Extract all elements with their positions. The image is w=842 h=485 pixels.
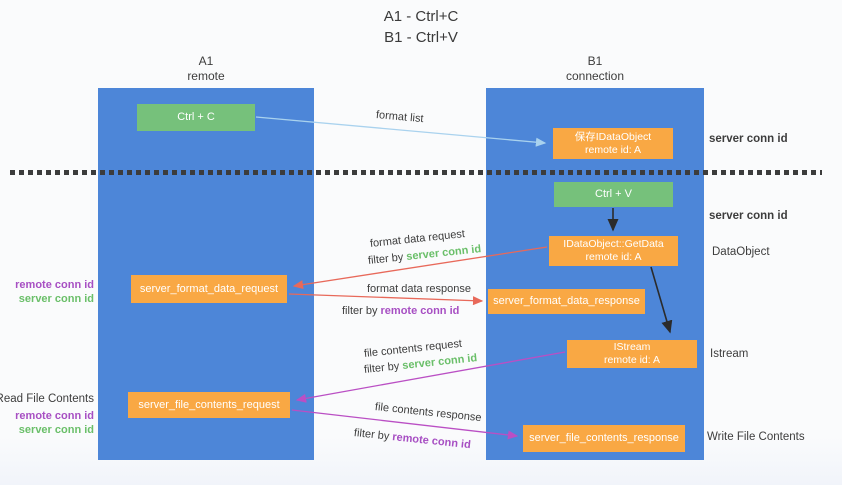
remote-conn-id-text: remote conn id — [380, 305, 460, 317]
save-dataobject-line2: remote id: A — [584, 143, 642, 156]
arrow-format-data-response — [288, 293, 484, 306]
remote-conn-id-annotation: remote conn id — [15, 279, 94, 291]
server-format-data-request-label: server_format_data_request — [139, 282, 279, 295]
server-conn-id-text: server conn id — [405, 243, 482, 263]
copy-paste-divider-dotted-line — [10, 170, 822, 175]
server-format-data-request-box: server_format_data_request — [131, 275, 287, 303]
lane-a-header: A1 remote — [126, 54, 286, 84]
remote-conn-id-annotation: remote conn id — [15, 410, 94, 422]
dataobject-annotation: DataObject — [712, 246, 770, 258]
lane-b-role: connection — [565, 69, 625, 83]
write-file-contents-annotation: Write File Contents — [707, 431, 805, 443]
filter-by-text: filter by — [353, 427, 393, 443]
file-contents-response-filter-label: filter by remote conn id — [353, 427, 471, 451]
filter-by-text: filter by — [363, 360, 403, 376]
filter-by-text: filter by — [342, 305, 381, 317]
save-dataobject-box: 保存IDataObject remote id: A — [553, 128, 673, 159]
server-format-data-response-label: server_format_data_response — [493, 295, 640, 307]
server-conn-id-annotation: server conn id — [18, 424, 94, 436]
server-conn-id-annotation-mid: server conn id — [709, 210, 788, 222]
left-conn-id-group-1: remote conn id server conn id — [15, 278, 94, 306]
lane-b-name: B1 — [587, 54, 603, 68]
diagram-title: A1 - Ctrl+C B1 - Ctrl+V — [0, 6, 842, 48]
ctrl-v-label: Ctrl + V — [595, 188, 632, 200]
lane-a-role: remote — [187, 69, 225, 83]
title-line-2: B1 - Ctrl+V — [384, 29, 458, 46]
filter-by-text: filter by — [367, 251, 407, 267]
title-line-1: A1 - Ctrl+C — [383, 8, 459, 25]
ctrl-c-label: Ctrl + C — [177, 111, 215, 123]
ctrl-c-box: Ctrl + C — [137, 104, 255, 131]
server-file-contents-request-label: server_file_contents_request — [138, 398, 280, 411]
getdata-box: IDataObject::GetData remote id: A — [549, 236, 678, 266]
server-conn-id-annotation: server conn id — [18, 293, 94, 305]
istream-line2: remote id: A — [603, 354, 661, 366]
server-file-contents-response-box: server_file_contents_response — [523, 425, 685, 452]
format-data-response-label: format data response — [367, 283, 471, 295]
save-dataobject-line1: 保存IDataObject — [574, 130, 652, 143]
lane-b-header: B1 connection — [515, 54, 675, 84]
remote-conn-id-text: remote conn id — [391, 431, 472, 452]
istream-box: IStream remote id: A — [567, 340, 697, 368]
server-file-contents-response-label: server_file_contents_response — [529, 432, 679, 444]
format-list-label: format list — [375, 109, 425, 126]
lane-a-name: A1 — [198, 54, 214, 68]
getdata-line1: IDataObject::GetData — [563, 238, 664, 250]
server-format-data-response-box: server_format_data_response — [488, 289, 645, 314]
read-file-contents-annotation: Read File Contents — [0, 393, 94, 405]
left-conn-id-group-2: Read File Contents remote conn id server… — [0, 392, 94, 437]
istream-line1: IStream — [613, 341, 651, 353]
format-data-response-filter-label: filter by remote conn id — [342, 305, 459, 317]
ctrl-v-box: Ctrl + V — [554, 182, 673, 207]
server-file-contents-request-box: server_file_contents_request — [128, 392, 290, 418]
getdata-line2: remote id: A — [585, 251, 642, 263]
file-contents-response-label: file contents response — [374, 401, 483, 425]
server-conn-id-text: server conn id — [401, 352, 478, 372]
server-conn-id-annotation-top: server conn id — [709, 133, 788, 145]
istream-annotation: Istream — [710, 348, 749, 360]
